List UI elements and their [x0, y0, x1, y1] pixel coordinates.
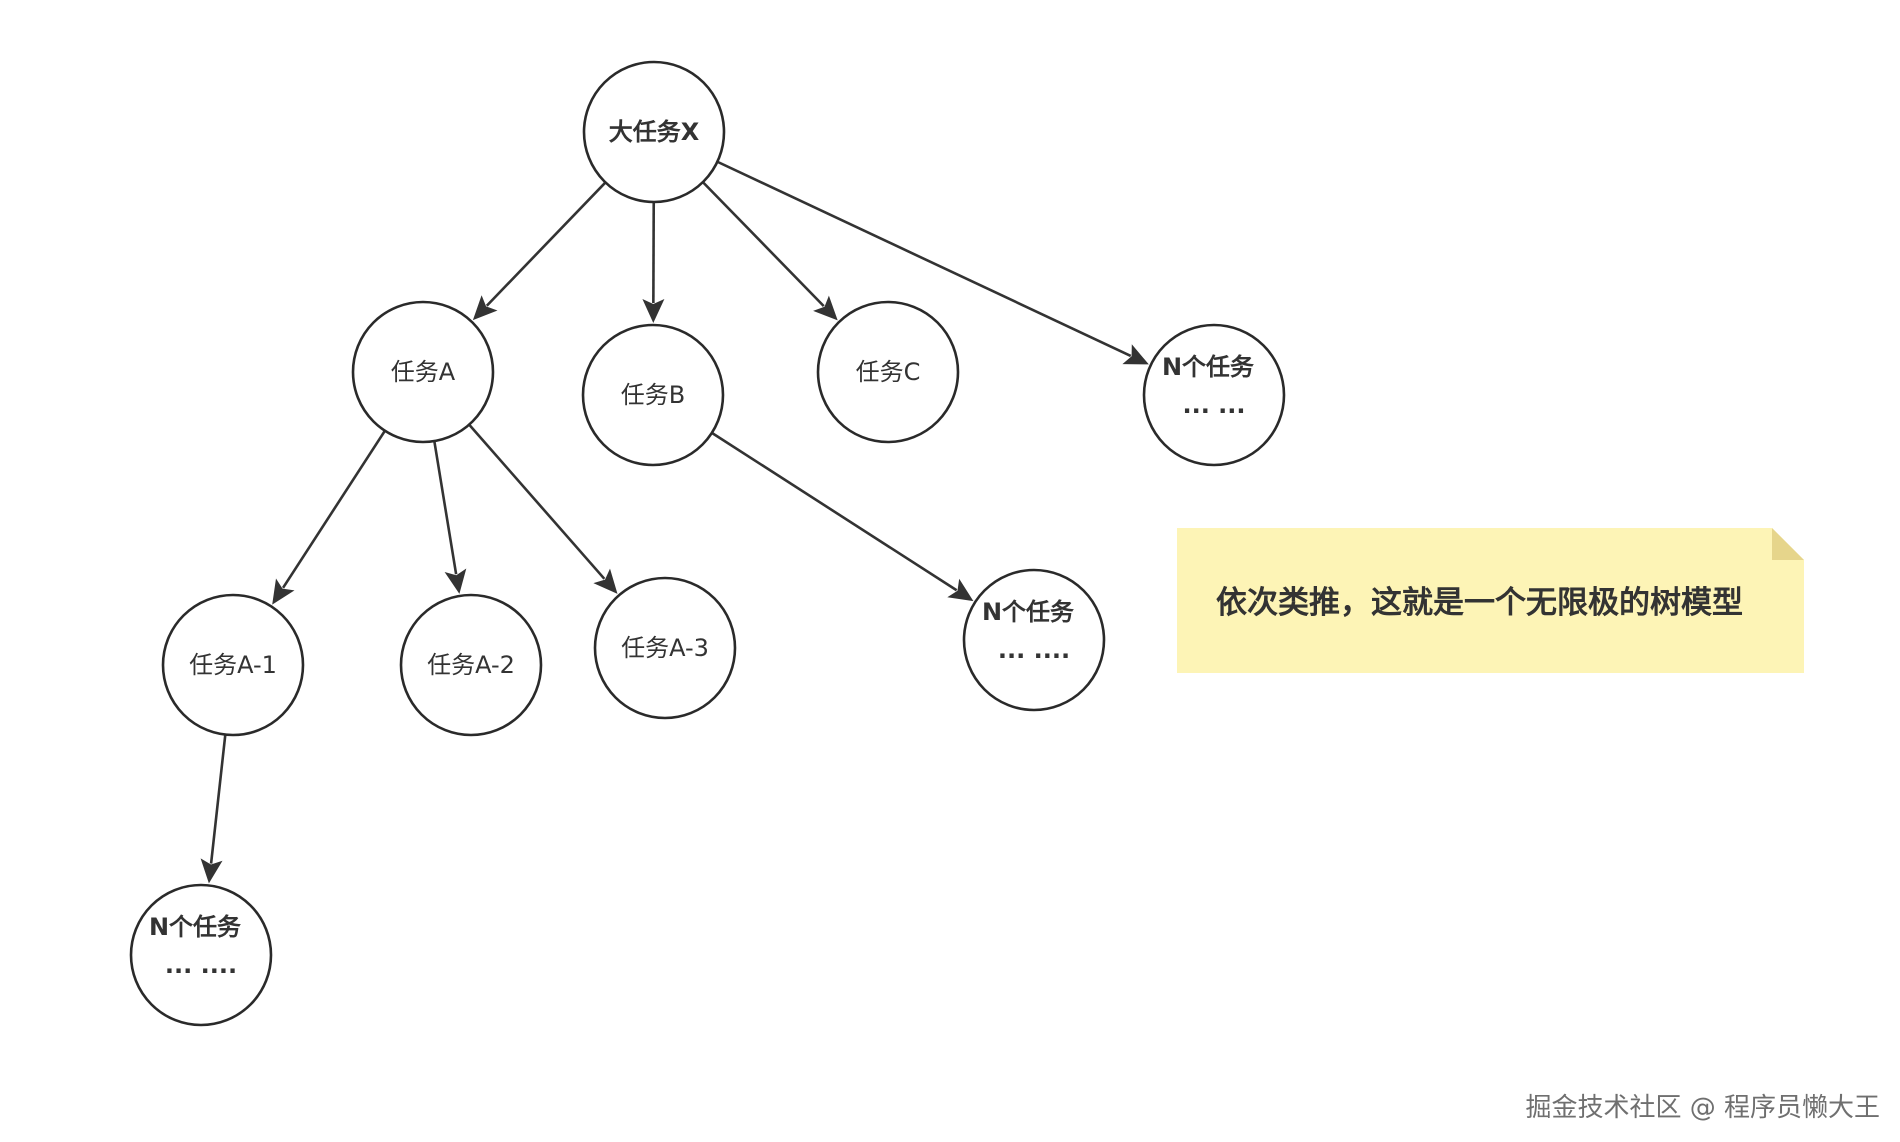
edges-layer [200, 160, 1149, 884]
node-label: N个任务 [1162, 353, 1255, 381]
node-label: 任务B [621, 381, 685, 409]
edge-a-a3 [468, 423, 618, 594]
node-circle [399, 593, 543, 737]
node-circle [582, 60, 726, 204]
node-label: 任务A-3 [621, 634, 709, 662]
node-circle [816, 300, 960, 444]
node-circle [161, 593, 305, 737]
arrowhead [472, 295, 498, 321]
arrowhead [1122, 344, 1149, 365]
sticky-note-fold [1772, 528, 1804, 560]
edge-line [209, 734, 227, 864]
node-n1: N个任务 ··· ··· [1142, 323, 1286, 467]
edge-x-n1 [716, 160, 1149, 365]
arrowhead [947, 578, 974, 602]
edge-line [433, 440, 458, 575]
node-circle [1142, 323, 1286, 467]
node-label: N个任务 [982, 598, 1075, 626]
node-a2: 任务A-2 [399, 593, 543, 737]
sticky-note: 依次类推，这就是一个无限极的树模型 [1177, 528, 1804, 673]
node-label: 任务A-1 [189, 651, 277, 679]
edge-line [281, 430, 387, 589]
node-a: 任务A [351, 300, 495, 444]
arrowhead [200, 858, 223, 884]
node-n3: N个任务 ··· ···· [129, 883, 273, 1027]
edge-line [711, 431, 958, 592]
node-b: 任务B [581, 323, 725, 467]
sticky-note-body [1177, 528, 1804, 673]
node-circle [593, 576, 737, 720]
edge-b-n2 [711, 431, 974, 602]
node-n2: N个任务 ··· ···· [962, 568, 1106, 712]
edge-line [468, 423, 606, 580]
node-ellipsis: ··· ···· [165, 957, 237, 985]
edge-a-a2 [433, 440, 467, 594]
arrowhead [642, 299, 665, 323]
edge-line [716, 160, 1132, 358]
node-ellipsis: ··· ···· [998, 642, 1070, 670]
edge-x-a [472, 181, 607, 321]
edge-a-a1 [272, 430, 387, 605]
node-circle [962, 568, 1106, 712]
node-circle [129, 883, 273, 1027]
edge-x-c [701, 181, 838, 321]
edge-a1-n3 [200, 734, 227, 884]
arrowhead [813, 295, 838, 321]
node-label: 任务A-2 [427, 651, 515, 679]
sticky-note-text: 依次类推，这就是一个无限极的树模型 [1216, 585, 1743, 621]
node-label: 任务C [856, 358, 921, 386]
node-label: 大任务X [609, 118, 700, 146]
node-ellipsis: ··· ··· [1182, 397, 1245, 425]
arrowhead [444, 568, 467, 594]
edge-line [485, 181, 607, 307]
node-circle [581, 323, 725, 467]
watermark-text: 掘金技术社区 @ 程序员懒大王 [1525, 1093, 1880, 1123]
edge-line [701, 181, 825, 308]
node-label: N个任务 [149, 913, 242, 941]
node-a3: 任务A-3 [593, 576, 737, 720]
arrowhead [593, 568, 618, 594]
node-c: 任务C [816, 300, 960, 444]
edge-x-b [642, 201, 665, 323]
node-circle [351, 300, 495, 444]
node-x: 大任务X [582, 60, 726, 204]
node-a1: 任务A-1 [161, 593, 305, 737]
arrowhead [272, 578, 295, 605]
node-label: 任务A [391, 358, 456, 386]
